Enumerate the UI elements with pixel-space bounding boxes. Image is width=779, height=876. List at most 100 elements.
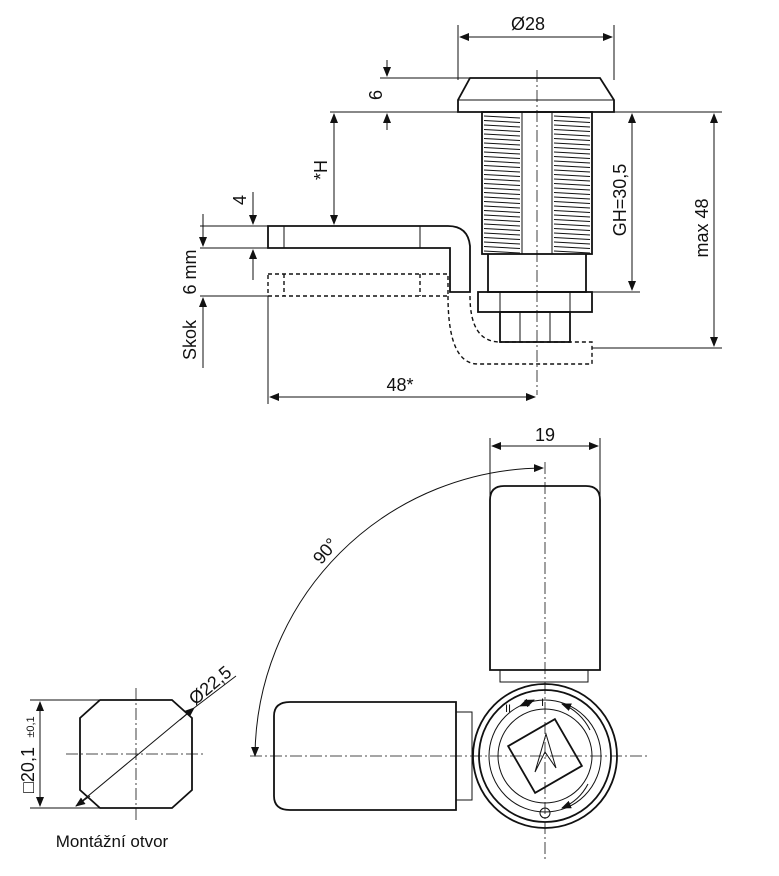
- thread-line: [553, 192, 591, 195]
- thread-line: [553, 196, 591, 200]
- label-flange-height: 6: [366, 90, 386, 100]
- thread-line: [483, 151, 521, 155]
- thread-line: [553, 147, 591, 150]
- thread-line: [483, 201, 521, 204]
- label-cam-width: 19: [535, 425, 555, 445]
- thread-line: [553, 174, 591, 177]
- thread-line: [483, 115, 521, 119]
- label-max-length: max 48: [692, 198, 712, 257]
- thread-line: [553, 214, 591, 218]
- lock-head: [457, 77, 615, 113]
- label-cam-length: 48*: [386, 375, 413, 395]
- thread-line: [553, 201, 591, 204]
- thread-line: [483, 156, 521, 159]
- thread-line: [483, 183, 521, 186]
- thread-line: [483, 147, 521, 150]
- thread-line: [483, 174, 521, 177]
- cam-screw: [499, 311, 571, 343]
- key-cylinder: [497, 708, 593, 804]
- rotate-arrow-icon: [561, 783, 589, 809]
- label-hole-diameter: Ø22,5: [185, 662, 235, 709]
- thread-line: [553, 250, 591, 254]
- dim-cam-thickness: 4: [200, 192, 268, 280]
- thread-line: [553, 205, 591, 209]
- thread-line: [553, 124, 591, 128]
- dim-cam-length: 48*: [267, 296, 536, 404]
- thread-line: [553, 165, 591, 168]
- thread-line: [483, 187, 521, 191]
- cam-dashed: [267, 273, 449, 297]
- key-position-2: II: [505, 703, 511, 715]
- thread-line: [483, 214, 521, 218]
- lock-symbol-icon: [539, 807, 551, 819]
- dim-flange-height: 6: [330, 60, 470, 130]
- label-hole-tolerance: ±0,1: [25, 716, 37, 737]
- thread-line: [553, 187, 591, 191]
- hole-profile: [79, 699, 193, 809]
- thread-line: [483, 223, 521, 227]
- thread-line: [483, 250, 521, 254]
- cam-solid: [267, 225, 471, 293]
- thread-line: [483, 228, 521, 231]
- thread-line: [553, 246, 591, 249]
- dim-rotation: 90°: [251, 464, 544, 757]
- thread-line: [483, 178, 521, 182]
- thread-line: [553, 120, 591, 123]
- label-diameter-top: Ø28: [511, 14, 545, 34]
- thread-line: [483, 246, 521, 249]
- thread-line: [553, 223, 591, 227]
- lock-face-outer: [472, 683, 618, 829]
- thread-line: [553, 169, 591, 173]
- thread-line: [553, 151, 591, 155]
- thread-line: [483, 210, 521, 213]
- thread-line: [483, 142, 521, 146]
- nut: [477, 291, 593, 313]
- thread-line: [483, 138, 521, 141]
- mounting-hole: Ø22,5 □20,1 ±0,1 Montážní otvor: [18, 662, 237, 851]
- thread-line: [483, 196, 521, 200]
- thread-line: [483, 120, 521, 123]
- label-skok: Skok: [180, 319, 200, 360]
- arrow-double-icon: [519, 698, 535, 708]
- thread-line: [553, 237, 591, 240]
- thread-line: [483, 237, 521, 240]
- thread-line: [553, 133, 591, 137]
- thread-line: [483, 133, 521, 137]
- key-position-1: I: [541, 697, 544, 709]
- thread-line: [483, 219, 521, 222]
- thread-line: [483, 129, 521, 132]
- thread-line: [553, 129, 591, 132]
- dim-thread-length: GH=30,5: [592, 111, 640, 293]
- threaded-body: [481, 111, 593, 255]
- dim-max-length: max 48: [592, 111, 722, 349]
- thread-line: [483, 241, 521, 245]
- thread-line: [483, 192, 521, 195]
- caption-mounting-hole: Montážní otvor: [56, 832, 169, 851]
- thread-line: [553, 219, 591, 222]
- rotate-arrow-icon: [561, 703, 591, 731]
- front-view: 19 90° II I: [250, 425, 650, 860]
- thread-line: [483, 160, 521, 164]
- dim-travel: 6 mm Skok: [180, 214, 268, 368]
- label-travel: 6 mm: [180, 250, 200, 295]
- thread-line: [553, 115, 591, 119]
- thread-line: [553, 160, 591, 164]
- key-plug: [506, 717, 584, 795]
- label-thread-length: GH=30,5: [610, 164, 630, 237]
- thread-line: [483, 165, 521, 168]
- thread-line: [553, 138, 591, 141]
- thread-line: [553, 228, 591, 231]
- thread-line: [553, 210, 591, 213]
- thread-line: [483, 124, 521, 128]
- thread-line: [483, 232, 521, 236]
- label-cam-thickness: 4: [230, 195, 250, 205]
- thread-line: [553, 156, 591, 159]
- thread-line: [553, 142, 591, 146]
- label-rotation: 90°: [309, 534, 342, 568]
- thread-line: [483, 205, 521, 209]
- thread-line: [553, 241, 591, 245]
- label-hole-square: □20,1: [18, 747, 38, 793]
- thread-line: [553, 232, 591, 236]
- thread-line: [483, 169, 521, 173]
